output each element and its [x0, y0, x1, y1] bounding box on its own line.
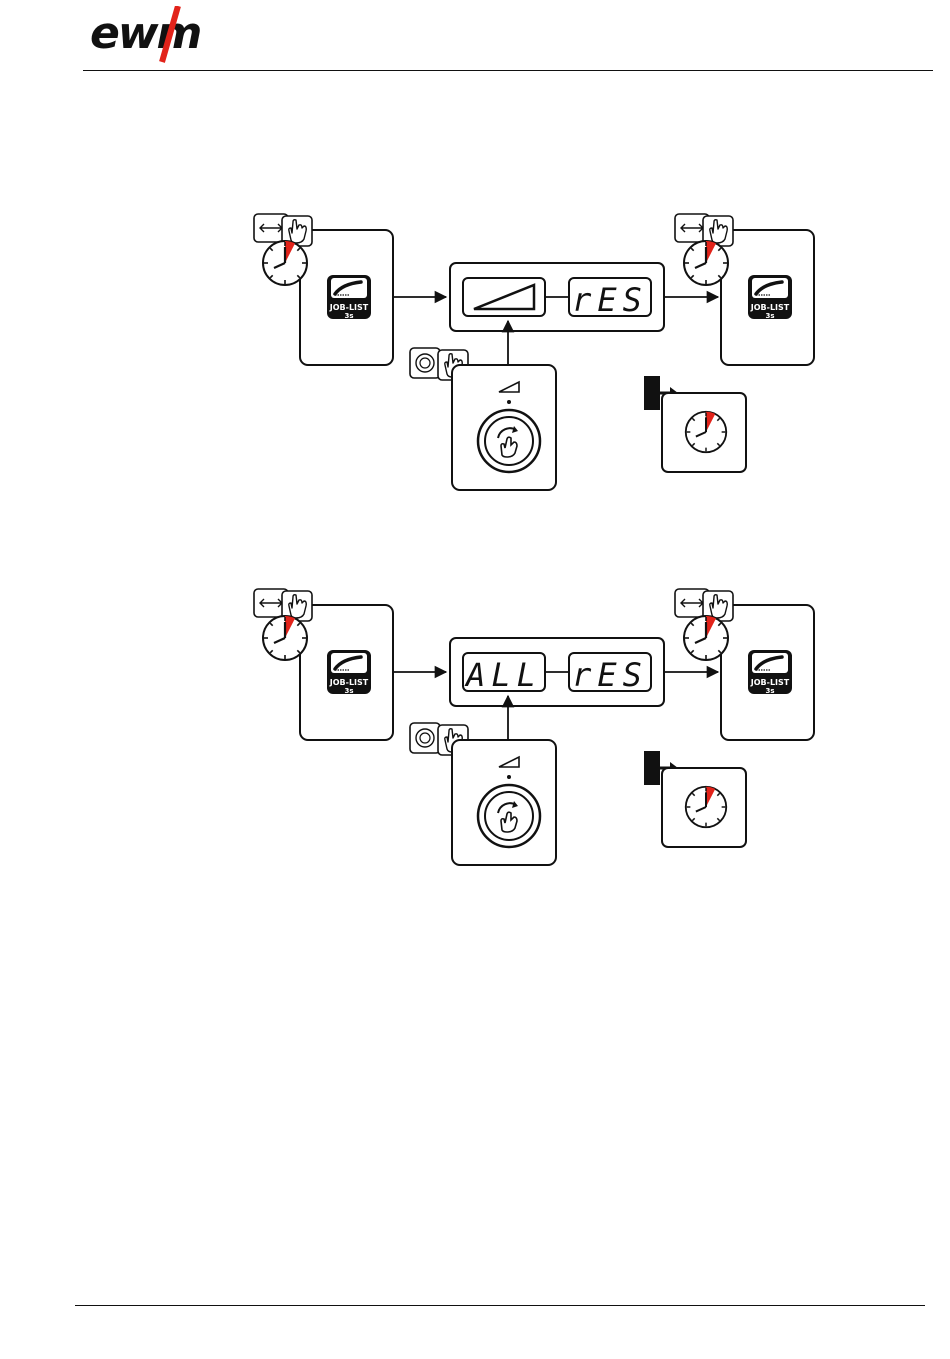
- timer-icon: [686, 412, 726, 452]
- logo-text: ewm: [90, 8, 200, 59]
- job-list-label: JOB-LIST: [750, 678, 790, 687]
- job-list-label: JOB-LIST: [750, 303, 790, 312]
- timer-icon: [684, 616, 728, 660]
- job-list-sub-label: 3s: [765, 687, 774, 695]
- job-list-label: JOB-LIST: [329, 678, 369, 687]
- job-list-sub-label: 3s: [765, 312, 774, 320]
- rotary-knob-icon[interactable]: [478, 410, 540, 472]
- display-right-readout: rES: [572, 656, 648, 694]
- rotary-knob-icon[interactable]: [478, 785, 540, 847]
- timer-icon: [263, 241, 307, 285]
- ewm-logo: ewm: [88, 6, 223, 64]
- job-list-sub-label: 3s: [344, 312, 353, 320]
- job-list-sub-label: 3s: [344, 687, 353, 695]
- timer-icon: [684, 241, 728, 285]
- display-right-readout: rES: [572, 281, 648, 319]
- timer-icon: [686, 787, 726, 827]
- timer-icon: [263, 616, 307, 660]
- footer-rule: [75, 1305, 925, 1306]
- display-left-readout: ALL: [464, 656, 542, 694]
- diagram-2: JOB-LIST 3s ALL rES JOB-LIST 3s: [240, 575, 840, 875]
- header-rule: [83, 70, 933, 71]
- diagram-1: JOB-LIST 3s rES JOB-LIST 3s: [240, 200, 840, 500]
- job-list-label: JOB-LIST: [329, 303, 369, 312]
